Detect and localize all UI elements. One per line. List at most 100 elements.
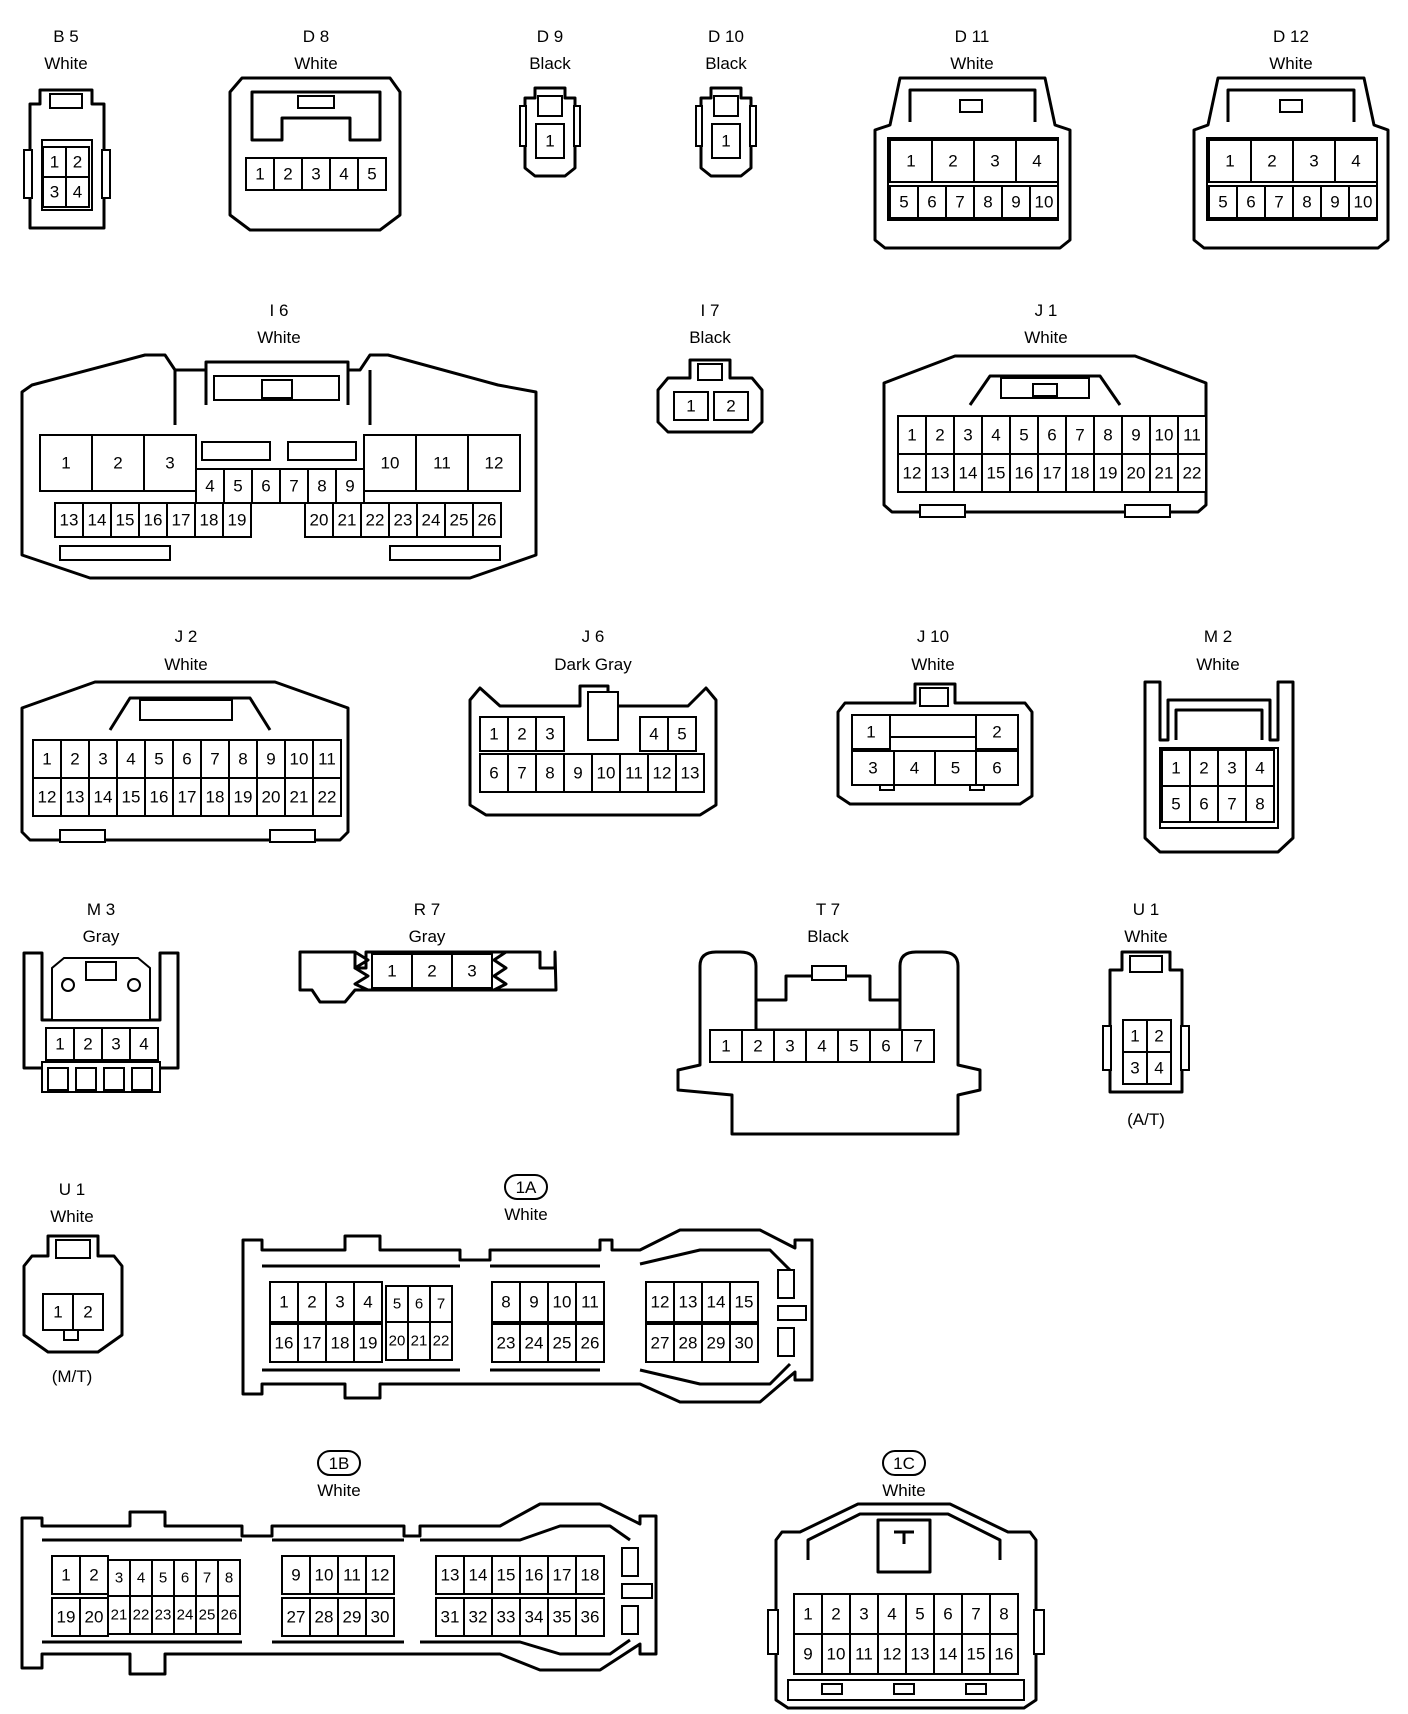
pin-label: 14: [94, 788, 113, 807]
pin-label: 20: [389, 1333, 406, 1350]
connector-m3: M 3 Gray: [22, 900, 180, 1093]
connector-u1-mt-latch: [55, 1239, 91, 1259]
pin-label: 5: [915, 1605, 924, 1624]
pin-cell: 25: [444, 502, 474, 538]
pin-cell: 10: [363, 434, 417, 492]
connector-u1-mt-color: White: [50, 1207, 93, 1226]
pin-label: 21: [411, 1333, 428, 1350]
pin-label: 17: [553, 1566, 572, 1585]
pin-label: 5: [233, 477, 242, 496]
pin-cell: 2: [297, 1281, 327, 1323]
pin-cell: 12: [32, 777, 62, 817]
pin-label: 20: [85, 1608, 104, 1627]
pin-cell: 2: [975, 714, 1019, 750]
pin-label: 24: [422, 511, 441, 530]
pin-label: 3: [111, 1035, 120, 1054]
pin-cell: 12: [645, 1281, 675, 1323]
pin-cell: 3: [973, 139, 1017, 183]
pin-cell: 21: [284, 777, 314, 817]
pin-label: 3: [545, 725, 554, 744]
pin-cell: 27: [645, 1323, 675, 1363]
connector-d10-rib: [749, 105, 757, 147]
pin-cell: 19: [228, 777, 258, 817]
pin-cell: 22: [360, 502, 390, 538]
pin-label: 5: [951, 759, 960, 778]
pin-cell: 13: [905, 1633, 935, 1675]
pin-cell: 1: [535, 123, 565, 159]
connector-m3-lock: [51, 957, 151, 1021]
pin-label: 7: [203, 1570, 211, 1587]
pin-cell: 12: [897, 453, 927, 493]
pin-cell: 22: [1177, 453, 1207, 493]
pin-cell: 2: [411, 953, 453, 989]
pin-label: 16: [995, 1645, 1014, 1664]
pin-label: 28: [315, 1608, 334, 1627]
pin-cell: 13: [60, 777, 90, 817]
pin-label: 15: [967, 1645, 986, 1664]
pin-label: 2: [831, 1605, 840, 1624]
pin-cell: 10: [1348, 185, 1378, 219]
pin-label: 33: [497, 1608, 516, 1627]
pin-label: 20: [1127, 464, 1146, 483]
pin-cell: 7: [200, 739, 230, 779]
pin-cell: 1: [673, 391, 709, 421]
pin-label: 25: [450, 511, 469, 530]
pin-cell: 9: [1001, 185, 1031, 219]
pin-label: 15: [497, 1566, 516, 1585]
connector-j6-color: Dark Gray: [554, 655, 632, 674]
connector-j1-code: J 1: [1035, 301, 1058, 320]
pin-cell: 15: [981, 453, 1011, 493]
connector-m3-terminal: [103, 1067, 125, 1091]
pin-label: 1: [866, 723, 875, 742]
pin-cell: 16: [989, 1633, 1019, 1675]
connector-b5-color: White: [44, 54, 87, 73]
connector-1b-side-slot: [621, 1605, 639, 1635]
pin-label: 9: [1330, 193, 1339, 212]
pin-cell: 4: [1334, 139, 1378, 183]
pin-label: 12: [651, 1293, 670, 1312]
pin-label: 1: [255, 165, 264, 184]
pin-cell: 11: [337, 1555, 367, 1595]
pin-cell: 5: [1161, 785, 1191, 823]
pin-label: 11: [343, 1566, 361, 1585]
pin-cell: 12: [877, 1633, 907, 1675]
pin-cell: 18: [194, 502, 224, 538]
pin-label: 24: [525, 1334, 544, 1353]
pin-cell: 6: [933, 1593, 963, 1635]
pin-label: 3: [1227, 759, 1236, 778]
connector-u1-mt-note: (M/T): [52, 1367, 93, 1386]
pin-label: 2: [70, 750, 79, 769]
pin-cell: 6: [251, 468, 281, 504]
pin-label: 22: [1183, 464, 1202, 483]
connector-d12: D 12 White 1 2 3 4 5 6 7 8 9 10: [1192, 27, 1390, 250]
pin-label: 19: [57, 1608, 76, 1627]
pin-cell: 13: [925, 453, 955, 493]
pin-cell: 24: [519, 1323, 549, 1363]
pin-label: 1: [42, 750, 51, 769]
pin-label: 1: [721, 132, 730, 151]
pin-label: 6: [881, 1037, 890, 1056]
pin-label: 4: [363, 1293, 372, 1312]
pin-cell: 11: [575, 1281, 605, 1323]
pin-cell: 4: [195, 468, 225, 504]
connector-d9-latch: [537, 95, 563, 117]
pin-cell: 4: [1015, 139, 1059, 183]
connector-d8-housing: [228, 76, 402, 232]
connector-u1-at-note: (A/T): [1127, 1110, 1165, 1129]
connector-1b-rails: [42, 1524, 631, 1542]
pin-label: 28: [679, 1334, 698, 1353]
pin-cell: 7: [1264, 185, 1294, 219]
pin-cell: 5: [905, 1593, 935, 1635]
pin-label: 14: [88, 511, 107, 530]
connector-d9: D 9 Black 1: [519, 27, 581, 178]
pin-cell: 24: [416, 502, 446, 538]
pin-label: 6: [415, 1296, 423, 1313]
connector-j2-color: White: [164, 655, 207, 674]
pin-cell: 1: [32, 739, 62, 779]
connector-d11-code: D 11: [955, 27, 990, 46]
pin-cell: 9: [563, 753, 593, 793]
pin-cell: 7: [429, 1285, 453, 1323]
connector-d12-color: White: [1269, 54, 1312, 73]
pin-cell: 10: [547, 1281, 577, 1323]
pin-label: 7: [1274, 193, 1283, 212]
